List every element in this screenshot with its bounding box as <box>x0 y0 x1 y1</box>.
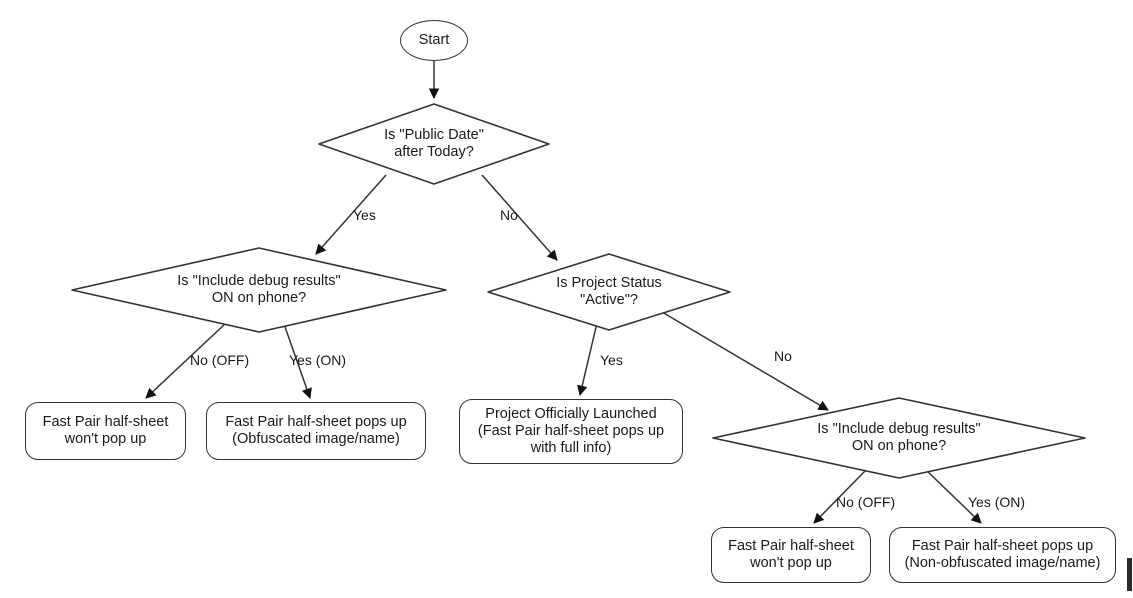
node-obfuscated-popup-label: Fast Pair half-sheet pops up (Obfuscated… <box>225 413 407 447</box>
node-debug-left-decision[interactable]: Is "Include debug results" ON on phone? <box>66 246 452 334</box>
edge-label-project-status-yes: Yes <box>600 352 623 368</box>
edge-label-project-status-no: No <box>774 348 792 364</box>
diamond-shape <box>482 252 736 332</box>
node-debug-right-label: Is "Include debug results" ON on phone? <box>817 420 981 454</box>
edge-label-debug-right-no: No (OFF) <box>836 494 896 510</box>
node-start[interactable]: Start <box>400 20 468 61</box>
node-project-launched[interactable]: Project Officially Launched (Fast Pair h… <box>459 399 683 464</box>
diamond-shape <box>707 396 1091 480</box>
node-public-date-label: Is "Public Date" after Today? <box>384 126 484 160</box>
edge-project-status-yes <box>577 322 598 397</box>
node-non-obfuscated-popup-label: Fast Pair half-sheet pops up (Non-obfusc… <box>904 537 1101 571</box>
edge-debug-left-no <box>145 323 226 399</box>
edge-label-debug-left-no: No (OFF) <box>190 352 250 368</box>
edge-debug-left-yes <box>283 323 312 399</box>
edge-project-status-no <box>661 311 829 411</box>
node-no-popup-left[interactable]: Fast Pair half-sheet won't pop up <box>25 402 186 460</box>
node-no-popup-left-label: Fast Pair half-sheet won't pop up <box>42 413 169 447</box>
node-obfuscated-popup[interactable]: Fast Pair half-sheet pops up (Obfuscated… <box>206 402 426 460</box>
edge-public-date-no <box>481 174 558 261</box>
edge-label-debug-right-yes: Yes (ON) <box>968 494 1026 510</box>
edge-label-public-date-no: No <box>500 207 518 223</box>
node-project-launched-label: Project Officially Launched (Fast Pair h… <box>477 405 665 457</box>
edge-public-date-yes <box>315 174 387 255</box>
edge-label-debug-left-yes: Yes (ON) <box>289 352 347 368</box>
node-no-popup-right-label: Fast Pair half-sheet won't pop up <box>728 537 854 571</box>
page-edge-marker <box>1127 558 1132 591</box>
edge-debug-right-no <box>813 469 867 524</box>
node-debug-left-label: Is "Include debug results" ON on phone? <box>177 272 341 306</box>
node-project-status-label: Is Project Status "Active"? <box>556 274 662 308</box>
node-no-popup-right[interactable]: Fast Pair half-sheet won't pop up <box>711 527 871 583</box>
node-debug-right-decision[interactable]: Is "Include debug results" ON on phone? <box>707 396 1091 480</box>
edge-label-public-date-yes: Yes <box>353 207 376 223</box>
node-start-label: Start <box>418 31 450 48</box>
edge-debug-right-yes <box>925 469 982 524</box>
diamond-shape <box>66 246 452 334</box>
node-non-obfuscated-popup[interactable]: Fast Pair half-sheet pops up (Non-obfusc… <box>889 527 1116 583</box>
node-public-date-decision[interactable]: Is "Public Date" after Today? <box>313 102 555 186</box>
node-project-status-decision[interactable]: Is Project Status "Active"? <box>482 252 736 332</box>
diamond-shape <box>313 102 555 186</box>
